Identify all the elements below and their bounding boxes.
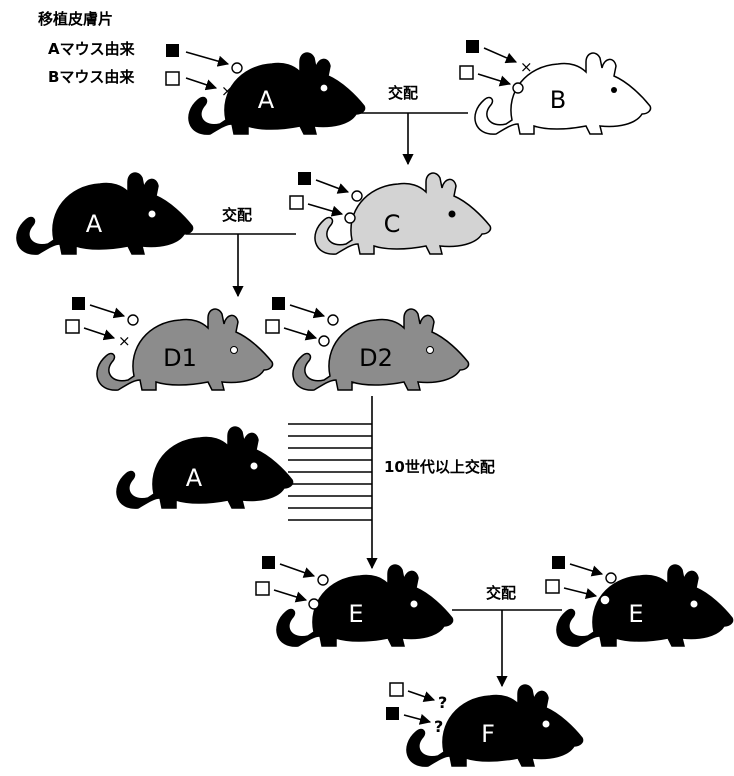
graft-a-square	[386, 707, 399, 720]
legend-title: 移植皮膚片	[38, 10, 113, 28]
graft-arrow-c1	[315, 179, 350, 194]
graft-arrow-b1	[483, 47, 518, 64]
graft-a-square	[298, 172, 311, 185]
graft-arrow-e2	[273, 589, 308, 603]
mouse-f: F	[406, 684, 584, 767]
reject-mark: ×	[118, 332, 131, 350]
legend-a-graft-icon	[166, 44, 179, 57]
graft-arrow-d2-2	[283, 327, 318, 341]
accept-mark	[344, 212, 356, 224]
legend-b-origin: Bマウス由来	[48, 68, 135, 86]
mouse-a-backcross: A	[116, 426, 294, 509]
unknown-mark: ?	[434, 717, 443, 736]
graft-arrow-e4	[563, 587, 598, 599]
mouse-e-left: E	[276, 564, 454, 647]
accept-mark	[127, 314, 139, 326]
graft-arrow-d1-1	[89, 304, 126, 319]
mouse-d2: D2	[292, 308, 470, 391]
graft-a-square	[466, 40, 479, 53]
graft-b-square	[255, 581, 270, 596]
mouse-d2-label: D2	[359, 344, 393, 372]
graft-arrow-e3	[569, 563, 604, 577]
graft-arrow-d2-1	[289, 304, 326, 319]
cross-label-1: 交配	[388, 84, 418, 102]
mouse-a-second: A	[16, 172, 194, 255]
graft-b-square	[65, 319, 80, 334]
graft-a-square	[72, 297, 85, 310]
generations-label: 10世代以上交配	[384, 458, 495, 476]
mouse-e-right: E	[556, 564, 734, 647]
accept-mark	[308, 598, 320, 610]
graft-b-square	[289, 195, 304, 210]
graft-arrow-a2	[185, 77, 218, 91]
cross-label-3: 交配	[486, 584, 516, 602]
mouse-a-label: A	[86, 210, 103, 238]
graft-a-square	[552, 556, 565, 569]
legend-a-origin: Aマウス由来	[48, 40, 136, 58]
mouse-d1: D1	[96, 308, 274, 391]
mouse-f-label: F	[481, 720, 495, 748]
graft-arrow-f2	[403, 713, 432, 725]
legend-b-graft-icon	[165, 71, 180, 86]
backcross-lines	[288, 423, 372, 521]
accept-mark	[599, 594, 611, 606]
graft-b-square	[265, 319, 280, 334]
mouse-c-label: C	[384, 210, 401, 238]
mouse-e-label: E	[348, 600, 363, 628]
graft-arrow-d1-2	[83, 327, 116, 341]
cross-label-2: 交配	[222, 206, 252, 224]
mouse-d1-label: D1	[163, 344, 197, 372]
unknown-mark: ?	[438, 693, 447, 712]
reject-mark: ×	[520, 58, 533, 76]
reject-mark: ×	[221, 82, 234, 100]
graft-arrow-c2	[307, 203, 344, 217]
mouse-b-label: B	[550, 86, 566, 114]
graft-b-square	[459, 65, 474, 80]
accept-mark	[231, 62, 243, 74]
graft-b-square	[545, 579, 560, 594]
graft-arrow-f1	[407, 690, 436, 702]
accept-mark	[512, 82, 524, 94]
graft-b-square	[389, 682, 404, 697]
mouse-a-label: A	[258, 86, 275, 114]
mouse-a-top: A	[188, 52, 366, 135]
graft-arrow-e1	[279, 563, 316, 578]
graft-a-square	[262, 556, 275, 569]
mouse-e-label: E	[628, 600, 643, 628]
graft-arrow-b2	[477, 73, 512, 87]
accept-mark	[327, 314, 339, 326]
mouse-b: B	[474, 52, 652, 135]
mouse-a-label: A	[186, 464, 203, 492]
accept-mark	[317, 574, 329, 586]
accept-mark	[318, 335, 330, 347]
mouse-c: C	[314, 172, 492, 255]
graft-arrow-a1	[185, 51, 230, 67]
graft-a-square	[272, 297, 285, 310]
accept-mark	[605, 572, 617, 584]
accept-mark	[351, 190, 363, 202]
